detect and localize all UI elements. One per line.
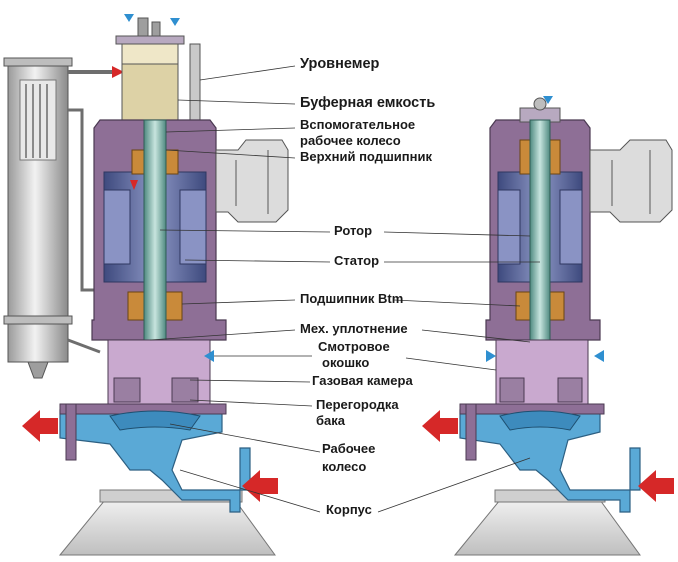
right-top-marker-icon: [543, 96, 553, 104]
label-impeller-line1: Рабочее: [322, 441, 376, 456]
label-casing: Корпус: [326, 502, 372, 517]
left-base-stand: [58, 499, 276, 556]
left-level-marker-icon: [124, 14, 134, 22]
label-impeller-line2: колесо: [322, 459, 367, 474]
label-rotor: Ротор: [334, 223, 373, 238]
left-level-gauge-rod: [189, 43, 201, 121]
label-sight-window-line1: Смотровое: [318, 339, 390, 354]
right-terminal-box: [589, 139, 673, 223]
left-outlet-flow-arrow: [22, 410, 58, 442]
left-small-flow-arrow: [112, 66, 124, 78]
label-sight-window-line2: окошко: [322, 355, 370, 370]
left-inlet-flow-arrow: [242, 470, 278, 502]
label-aux-impeller-line2: рабочее колесо: [300, 133, 401, 148]
left-sight-window-marker-icon: [204, 350, 214, 362]
right-impeller: [499, 410, 581, 431]
label-gas-chamber: Газовая камера: [312, 373, 413, 388]
left-pump: [3, 14, 278, 556]
label-buffer-tank: Буферная емкость: [300, 95, 436, 111]
left-inner-flow-arrow: [130, 180, 138, 190]
label-upper-bearing: Верхний подшипник: [300, 149, 432, 164]
right-pump-casing: [459, 409, 641, 513]
label-mech-seal: Мех. уплотнение: [300, 321, 408, 336]
leader-lines: [149, 65, 540, 513]
label-level-gauge: Уровнемер: [300, 56, 380, 72]
left-terminal-box: [215, 139, 289, 223]
right-inlet-flow-arrow: [638, 470, 674, 502]
label-stator: Статор: [334, 253, 380, 268]
left-outlet-flange: [65, 403, 77, 461]
label-tank-partition-line1: Перегородка: [316, 397, 399, 412]
right-base-stand: [453, 499, 641, 556]
right-outlet-flow-arrow: [422, 410, 458, 442]
label-bottom-bearing: Подшипник Btm: [300, 291, 404, 306]
right-sight-window-marker-icon: [486, 350, 496, 362]
label-aux-impeller-line1: Вспомогательное: [300, 117, 416, 132]
left-pipe-side: [68, 108, 100, 292]
label-tank-partition-line2: бака: [316, 413, 345, 428]
right-pump: [422, 96, 674, 556]
left-pump-casing: [59, 409, 251, 513]
